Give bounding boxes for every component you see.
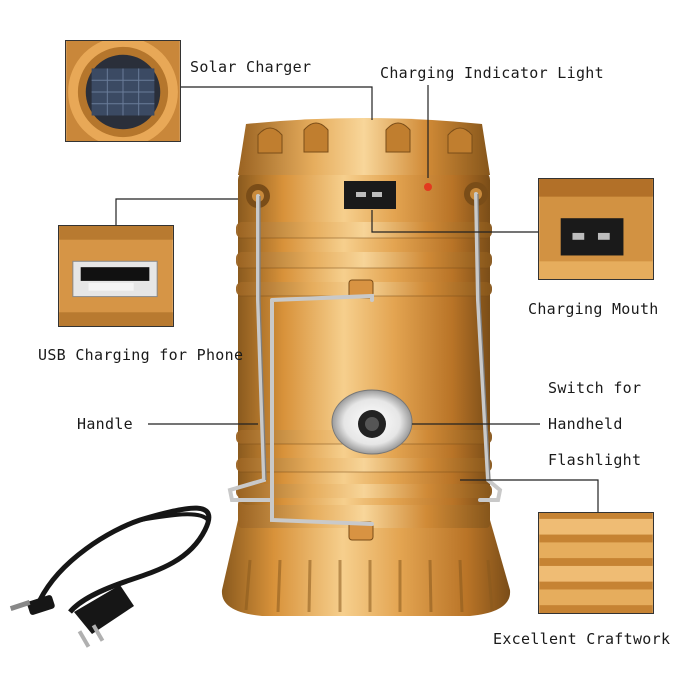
- power-cable-icon: [9, 505, 212, 648]
- handle-wire-shadow: [259, 193, 491, 481]
- dc-port-icon: [539, 179, 653, 279]
- label-switch-line2: Handheld: [548, 415, 623, 433]
- label-solar-charger: Solar Charger: [190, 58, 312, 76]
- label-switch-line1: Switch for: [548, 379, 642, 397]
- label-charging-mouth: Charging Mouth: [528, 300, 659, 318]
- usb-port-inset: [58, 225, 174, 327]
- indicator-light-icon: [424, 183, 432, 191]
- label-switch-line3: Flashlight: [548, 451, 642, 469]
- craftwork-inset: [538, 512, 654, 614]
- handle-wire: [227, 192, 503, 526]
- label-handle: Handle: [77, 415, 133, 433]
- leader-lines: [115, 85, 599, 512]
- charging-mouth-inset: [538, 178, 654, 280]
- solar-panel-icon: [66, 41, 180, 141]
- label-charging-indicator: Charging Indicator Light: [380, 64, 604, 82]
- label-craftwork: Excellent Craftwork: [493, 630, 671, 648]
- label-usb-charging: USB Charging for Phone: [38, 346, 244, 364]
- usb-port-icon: [59, 226, 173, 326]
- solar-charger-inset: [65, 40, 181, 142]
- ribbed-body-icon: [539, 513, 653, 613]
- lantern-body: [221, 118, 511, 616]
